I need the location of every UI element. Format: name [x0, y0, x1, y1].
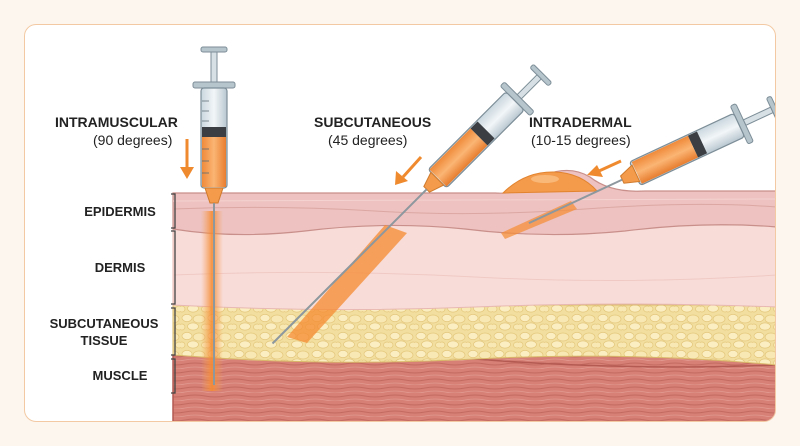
layer-label-epidermis: EPIDERMIS: [84, 204, 156, 219]
intradermal-label: INTRADERMAL (10-15 degrees): [529, 113, 632, 149]
arrow-down-icon: [180, 139, 194, 179]
subcutaneous-label: SUBCUTANEOUS (45 degrees): [314, 113, 431, 149]
intradermal-syringe: [528, 96, 775, 225]
intradermal-title: INTRADERMAL: [529, 114, 632, 130]
fat-layer: [172, 304, 775, 366]
epidermis-layer: [172, 169, 775, 236]
subcutaneous-title: SUBCUTANEOUS: [314, 114, 432, 130]
layer-label-dermis: DERMIS: [94, 260, 146, 275]
intramuscular-title: INTRAMUSCULAR: [55, 114, 178, 130]
intramuscular-track: [201, 211, 223, 391]
subcutaneous-syringe: [271, 64, 552, 345]
intradermal-angle: (10-15 degrees): [531, 132, 631, 148]
arrow-down-left-icon: [395, 155, 423, 185]
dermis-layer: [172, 224, 775, 311]
subcutaneous-angle: (45 degrees): [328, 132, 408, 148]
skin-cross-section: [171, 46, 775, 421]
diagram-frame: INTRAMUSCULAR (90 degrees) SUBCUTANEOUS …: [24, 24, 776, 422]
intramuscular-angle: (90 degrees): [93, 132, 173, 148]
layer-brackets: [171, 193, 176, 394]
direction-arrows: [180, 139, 622, 185]
layer-label-subcutaneous-tissue: SUBCUTANEOUS TISSUE: [49, 316, 159, 348]
intramuscular-syringe: [192, 46, 236, 385]
arrow-left-icon: [587, 159, 622, 177]
muscle-layer: [172, 351, 775, 421]
subcutaneous-track: [287, 225, 407, 343]
intramuscular-label: INTRAMUSCULAR (90 degrees): [55, 113, 178, 149]
layer-label-muscle: MUSCLE: [92, 368, 148, 383]
